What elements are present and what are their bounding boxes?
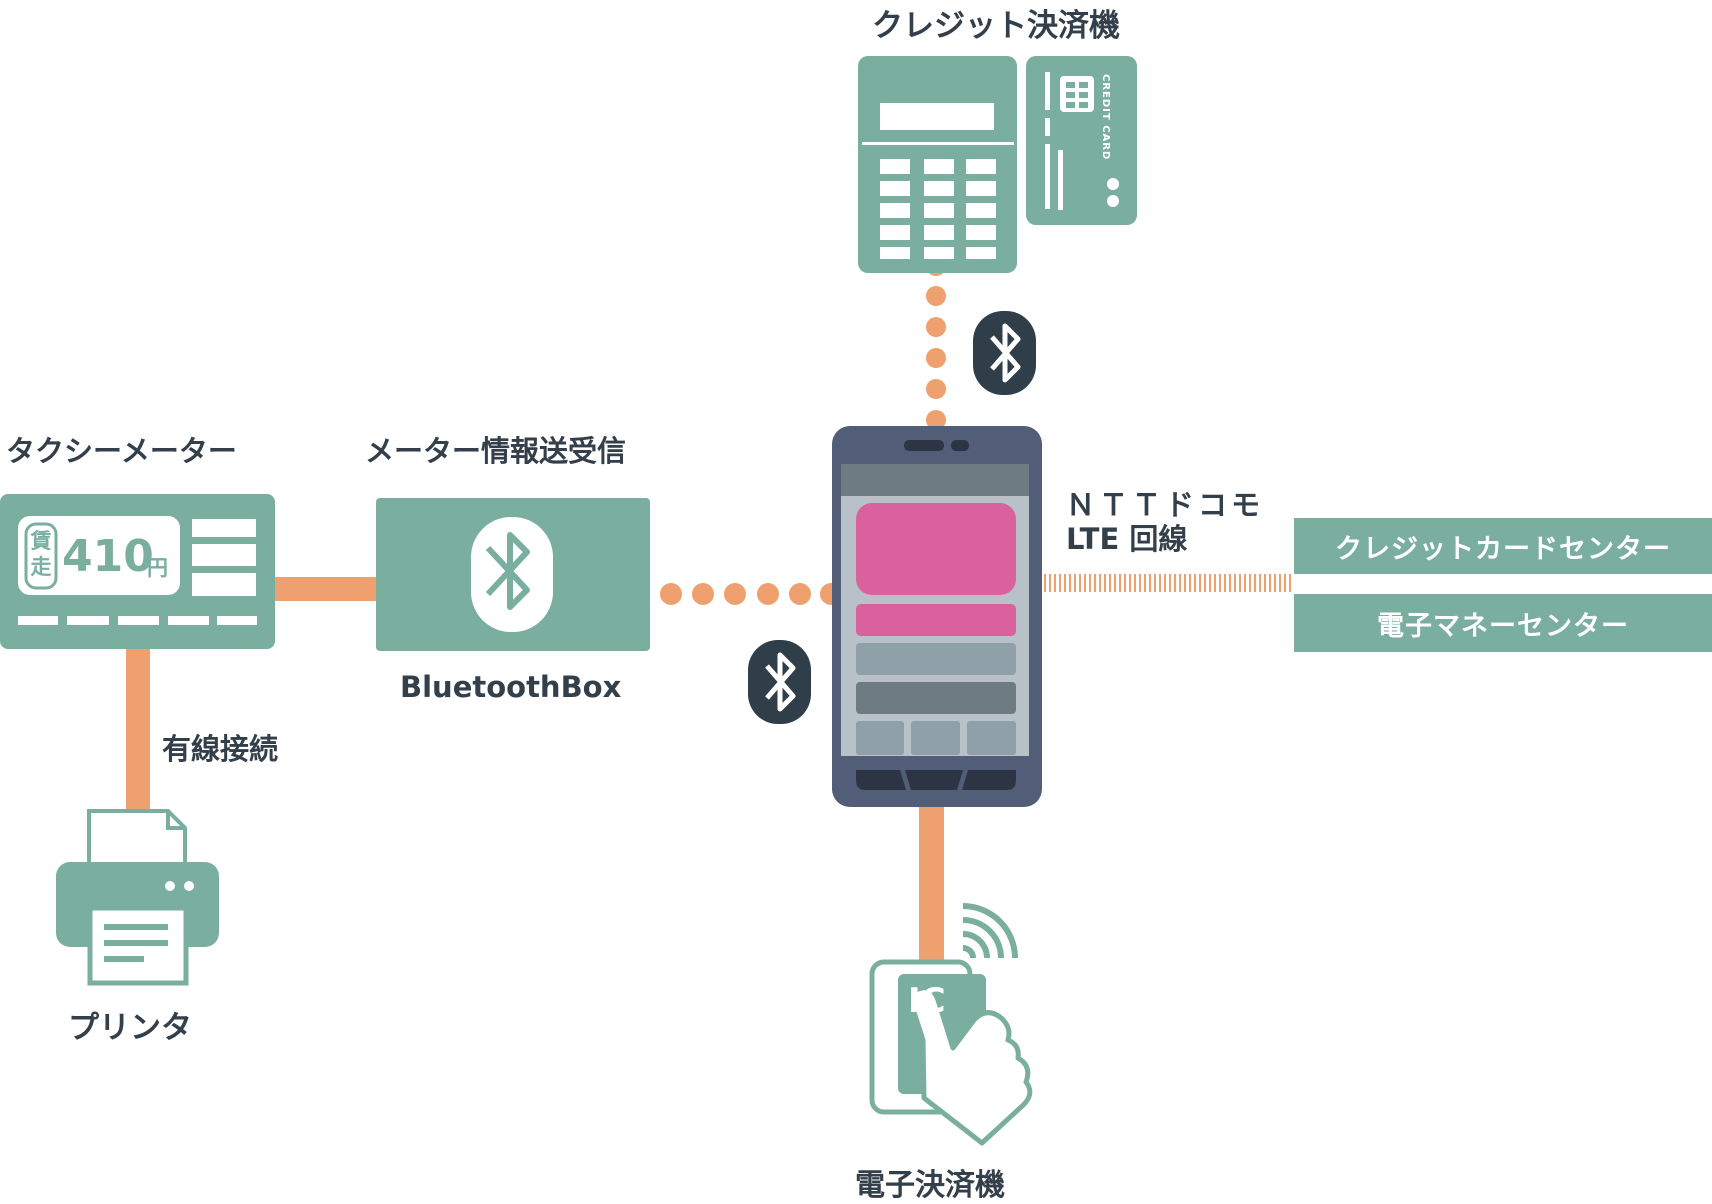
credit-terminal-label: クレジット決済機	[872, 8, 1120, 44]
smartphone-device	[832, 426, 1042, 807]
emoney-terminal-label: 電子決済機	[855, 1168, 1005, 1203]
wired-connector-meter-box	[270, 577, 378, 601]
bluetooth-link-credit-phone	[926, 256, 946, 430]
credit-card-text: CREDIT CARD	[1100, 74, 1111, 161]
wired-connector-phone-ic	[919, 806, 944, 966]
credit-terminal-device	[858, 56, 1017, 273]
meter-status-bottom: 走	[30, 555, 52, 579]
printer-label: プリンタ	[68, 1010, 192, 1046]
nfc-wave-icon	[962, 903, 1018, 959]
ic-card-text: IC	[908, 981, 946, 1021]
lte-link	[1044, 574, 1291, 592]
wired-connector-meter-printer	[126, 645, 150, 817]
bluetooth-box-device	[376, 498, 650, 651]
printer-device	[56, 809, 219, 986]
meter-fare-amount: 410	[62, 531, 154, 582]
hand-icon	[908, 985, 1033, 1146]
meter-fare-unit: 円	[147, 556, 168, 580]
bluetooth-icon	[973, 311, 1036, 395]
emoney-center: 電子マネーセンター	[1294, 594, 1712, 652]
wired-connection-label: 有線接続	[162, 732, 279, 766]
meter-status-top: 賃	[30, 529, 52, 553]
credit-card-icon	[1026, 56, 1137, 225]
ntt-docomo-label: ＮＴＴドコモ	[1066, 488, 1265, 522]
bluetooth-link-box-phone	[660, 583, 842, 605]
bluetooth-box-label: BluetoothBox	[400, 670, 622, 704]
taxi-meter-label: タクシーメーター	[6, 434, 237, 468]
taxi-meter-device	[0, 494, 275, 649]
meter-info-label: メーター情報送受信	[365, 434, 627, 468]
credit-card-center: クレジットカードセンター	[1294, 518, 1712, 574]
lte-line-label: LTE 回線	[1066, 522, 1188, 556]
bluetooth-icon	[748, 640, 811, 724]
